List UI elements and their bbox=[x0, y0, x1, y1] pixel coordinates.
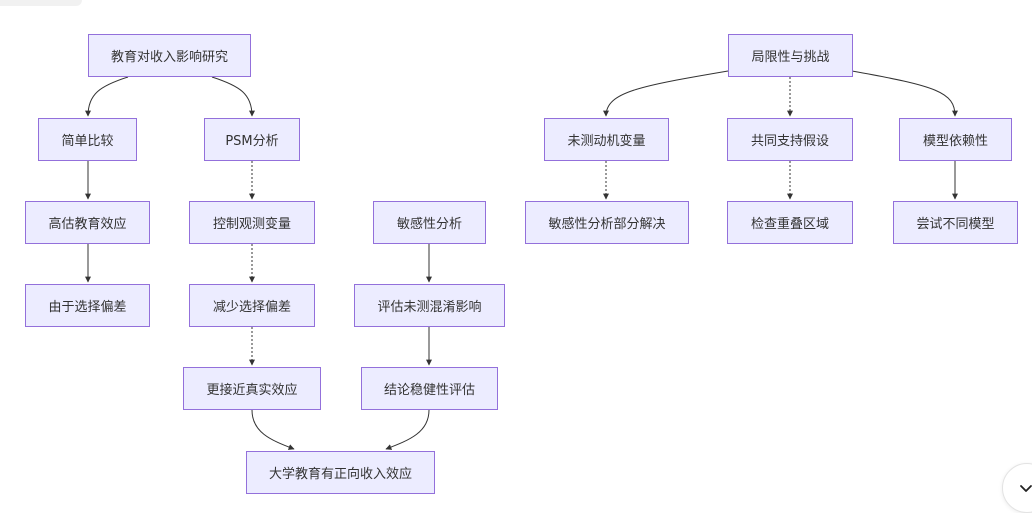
node-model-dependence: 模型依赖性 bbox=[899, 118, 1012, 161]
node-robustness-evaluation: 结论稳健性评估 bbox=[361, 367, 498, 410]
node-root-limitations: 局限性与挑战 bbox=[728, 34, 853, 77]
edge-robust-conclusion bbox=[385, 409, 430, 450]
edge-root-modeldep bbox=[851, 70, 958, 117]
node-unmeasured-motivation: 未测动机变量 bbox=[544, 118, 669, 161]
node-simple-comparison: 简单比较 bbox=[38, 118, 137, 161]
node-overestimate-effect: 高估教育效应 bbox=[25, 201, 150, 244]
edge-root-simple bbox=[85, 76, 129, 117]
node-try-different-models: 尝试不同模型 bbox=[893, 201, 1018, 244]
node-check-overlap: 检查重叠区域 bbox=[727, 201, 853, 244]
node-reduce-bias: 减少选择偏差 bbox=[189, 284, 315, 327]
node-evaluate-unobserved: 评估未测混淆影响 bbox=[354, 284, 505, 327]
node-common-support: 共同支持假设 bbox=[727, 118, 853, 161]
corner-tab bbox=[0, 0, 82, 6]
edge-root-psm bbox=[211, 76, 255, 117]
chevron-down-icon bbox=[1020, 485, 1032, 492]
node-root-education-income: 教育对收入影响研究 bbox=[88, 34, 251, 77]
node-sensitivity-analysis: 敏感性分析 bbox=[373, 201, 486, 244]
edge-closer-conclusion bbox=[251, 409, 295, 450]
node-sensitivity-partial: 敏感性分析部分解决 bbox=[525, 201, 689, 244]
edge-root-unmeasured bbox=[603, 70, 729, 117]
node-control-observed: 控制观测变量 bbox=[189, 201, 315, 244]
node-psm-analysis: PSM分析 bbox=[204, 118, 300, 161]
node-conclusion: 大学教育有正向收入效应 bbox=[246, 451, 435, 494]
node-closer-true-effect: 更接近真实效应 bbox=[183, 367, 321, 410]
node-selection-bias: 由于选择偏差 bbox=[25, 284, 150, 327]
